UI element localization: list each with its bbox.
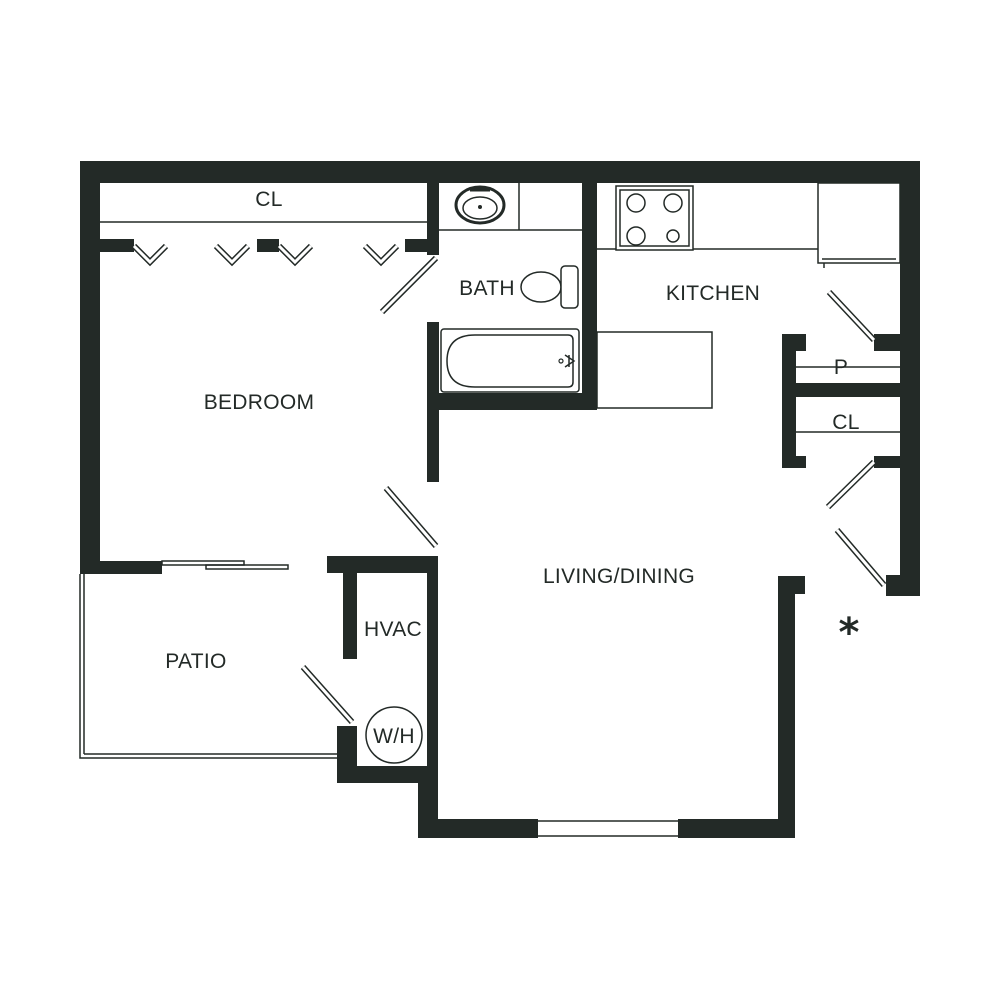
pantry-label: P <box>834 356 848 379</box>
toilet-icon <box>520 265 579 309</box>
water-heater-icon: W/H <box>365 706 423 764</box>
bedroom-closet-label: CL <box>255 188 282 211</box>
stove-icon <box>615 185 694 251</box>
bifold-doors <box>131 243 400 267</box>
entry-marker: * <box>839 610 860 656</box>
patio-label: PATIO <box>165 650 226 673</box>
hall-closet-label: CL <box>832 411 859 434</box>
bathtub-icon <box>440 328 580 393</box>
water-heater-label: W/H <box>373 725 415 748</box>
bedroom-label: BEDROOM <box>204 391 315 414</box>
sink-icon <box>454 185 506 225</box>
bath-label: BATH <box>459 277 515 300</box>
room-labels: CL BATH KITCHEN P CL BEDROOM LIVING/DINI… <box>165 188 859 673</box>
swing-doors <box>300 255 887 724</box>
kitchen-label: KITCHEN <box>666 282 760 305</box>
hvac-label: HVAC <box>364 618 422 641</box>
refrigerator-icon <box>817 182 901 268</box>
walls <box>80 161 920 838</box>
living-dining-label: LIVING/DINING <box>543 565 695 588</box>
